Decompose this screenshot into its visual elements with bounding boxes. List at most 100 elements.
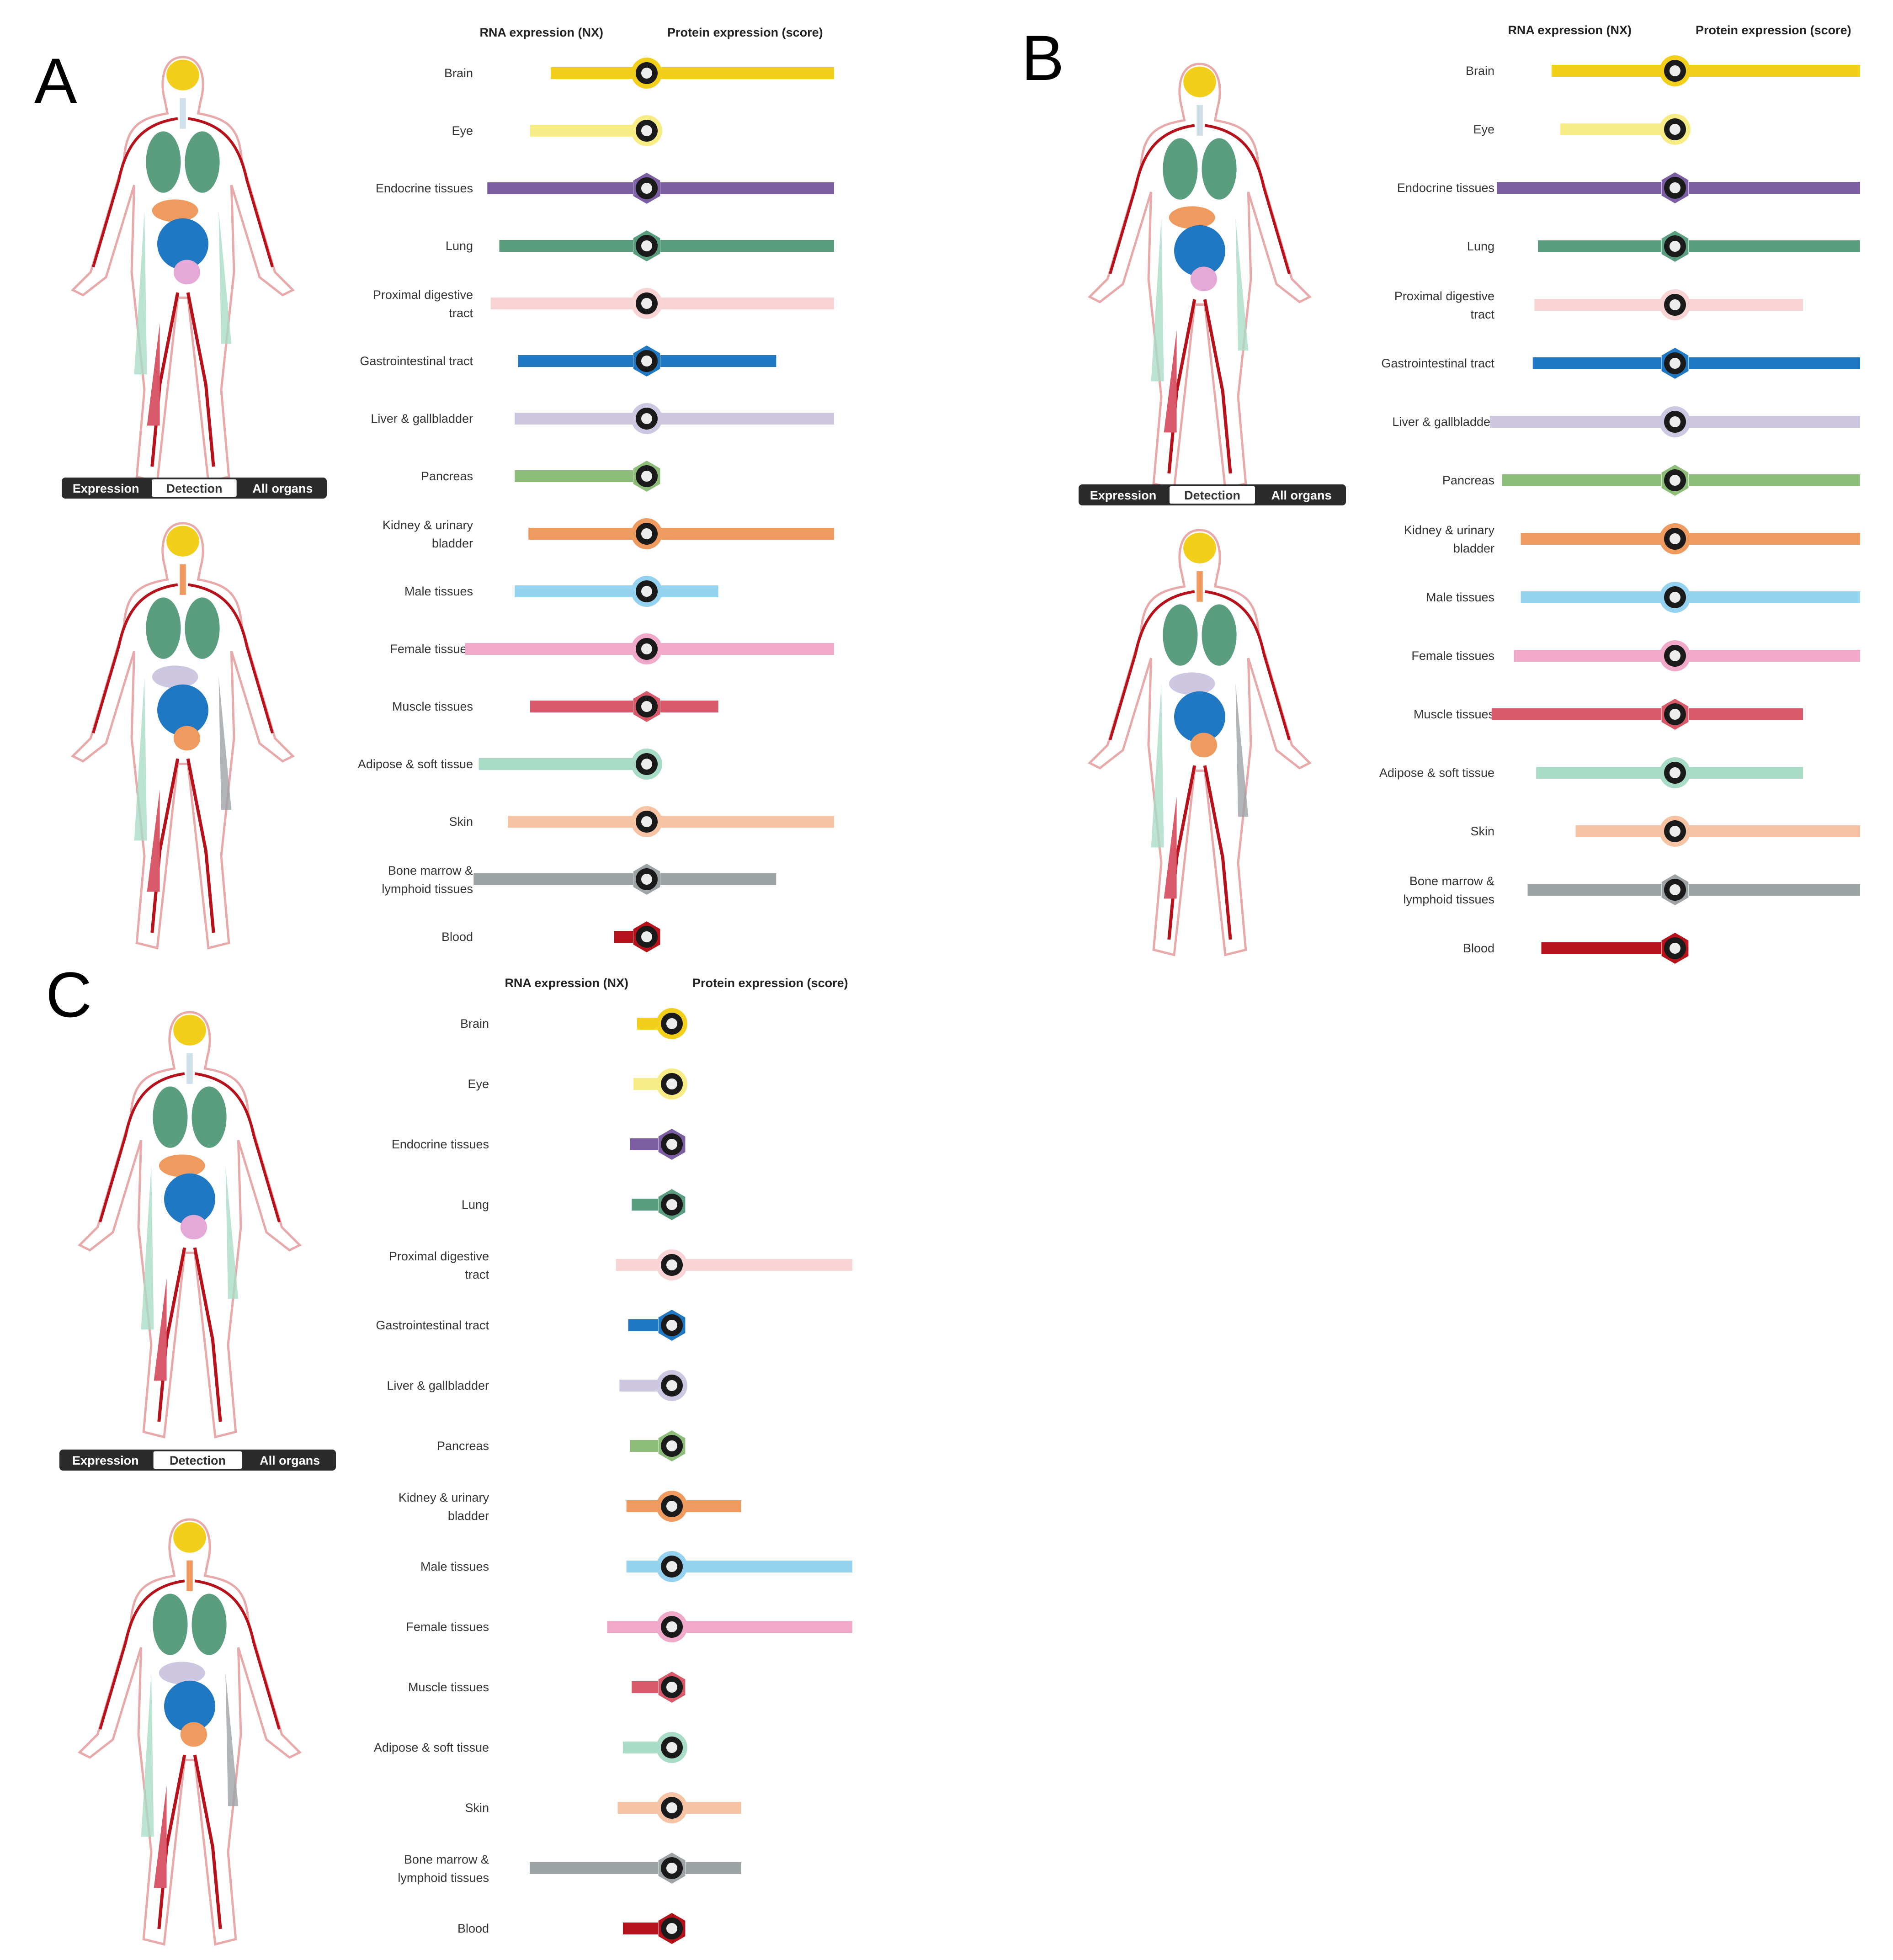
tissue-label: Liver & gallbladder bbox=[1392, 415, 1494, 429]
tissue-row: Pancreas bbox=[1442, 465, 1860, 496]
anatomy-figure bbox=[77, 1518, 302, 1946]
tissue-row: Bone marrow &lymphoid tissues bbox=[382, 864, 776, 896]
protein-bar bbox=[686, 1862, 741, 1874]
rna-bar bbox=[1497, 182, 1661, 194]
rna-bar bbox=[1491, 708, 1661, 720]
rna-bar bbox=[617, 1802, 658, 1814]
tissue-label: Adipose & soft tissue bbox=[1379, 766, 1494, 780]
rna-bar bbox=[633, 1078, 658, 1090]
tooth-icon bbox=[656, 1249, 687, 1280]
tissue-row: Gastrointestinal tract bbox=[376, 1310, 686, 1341]
tissue-row: Female tissues bbox=[1411, 640, 1860, 671]
protein-bar bbox=[1689, 182, 1860, 194]
tissue-label: Gastrointestinal tract bbox=[1381, 356, 1494, 370]
protein-bar bbox=[1689, 767, 1803, 779]
rna-bar bbox=[465, 643, 633, 655]
bone-marrow-icon bbox=[658, 1853, 686, 1884]
protein-bar bbox=[1689, 884, 1860, 896]
rna-bar bbox=[529, 1862, 658, 1874]
tissue-label: Lung bbox=[446, 239, 473, 253]
toggle-expression[interactable]: Expression bbox=[73, 482, 139, 495]
skin-icon bbox=[631, 806, 662, 837]
rna-bar bbox=[623, 1742, 658, 1753]
kidney-icon bbox=[1659, 523, 1691, 554]
rna-bar bbox=[515, 413, 633, 425]
tissue-row: Bone marrow &lymphoid tissues bbox=[1403, 874, 1860, 906]
tissue-label: Liver & gallbladder bbox=[387, 1379, 489, 1392]
rna-bar bbox=[1552, 65, 1661, 77]
tissue-label: Pancreas bbox=[1442, 473, 1494, 487]
tissue-label: Male tissues bbox=[420, 1560, 489, 1573]
protein-bar bbox=[686, 1802, 741, 1814]
eye-icon bbox=[656, 1068, 687, 1100]
toggle-all-organs[interactable]: All organs bbox=[1271, 489, 1331, 502]
toggle-expression[interactable]: Expression bbox=[72, 1454, 139, 1467]
anatomy-figure bbox=[77, 1011, 302, 1439]
tissue-label: Endocrine tissues bbox=[1397, 181, 1494, 195]
tissue-label: Muscle tissues bbox=[392, 700, 473, 713]
tissue-label: Eye bbox=[468, 1077, 489, 1091]
tissue-label: Pancreas bbox=[437, 1439, 489, 1453]
tissue-label: Bone marrow &lymphoid tissues bbox=[398, 1853, 489, 1885]
tissue-label: Bone marrow &lymphoid tissues bbox=[1403, 874, 1494, 906]
tissue-label: Lung bbox=[462, 1198, 489, 1211]
protein-bar bbox=[1689, 416, 1860, 428]
protein-bar bbox=[660, 816, 834, 828]
rna-axis-label: RNA expression (NX) bbox=[1508, 23, 1632, 37]
rna-bar bbox=[1527, 884, 1661, 896]
tissue-label: Eye bbox=[1473, 122, 1494, 136]
skin-icon bbox=[656, 1792, 687, 1823]
protein-bar bbox=[1689, 650, 1860, 662]
tissue-row: Lung bbox=[462, 1189, 686, 1220]
tissue-row: Pancreas bbox=[437, 1430, 686, 1461]
tissue-row: Gastrointestinal tract bbox=[360, 345, 776, 377]
rna-bar bbox=[515, 470, 633, 482]
rna-bar bbox=[1502, 474, 1661, 486]
tissue-row: Pancreas bbox=[421, 461, 660, 492]
fat-cells-icon bbox=[656, 1732, 687, 1763]
tissue-label: Adipose & soft tissue bbox=[358, 757, 473, 771]
tissue-row: Blood bbox=[441, 921, 660, 952]
toggle-all-organs[interactable]: All organs bbox=[260, 1454, 320, 1467]
muscle-icon bbox=[658, 1672, 686, 1703]
rna-bar bbox=[1534, 299, 1661, 311]
blood-drop-icon bbox=[1661, 933, 1689, 964]
tissue-row: Brain bbox=[460, 1008, 687, 1039]
rna-bar bbox=[530, 701, 633, 712]
toggle-all-organs[interactable]: All organs bbox=[252, 482, 313, 495]
brain-icon bbox=[1659, 55, 1691, 86]
eye-icon bbox=[631, 115, 662, 146]
tissue-label: Brain bbox=[460, 1017, 489, 1030]
protein-bar bbox=[1689, 357, 1860, 369]
rna-bar bbox=[628, 1319, 658, 1331]
stomach-icon bbox=[633, 345, 660, 377]
protein-bar bbox=[660, 528, 834, 540]
rna-bar bbox=[479, 758, 633, 770]
tissue-row: Lung bbox=[446, 230, 834, 261]
protein-bar bbox=[660, 182, 834, 194]
anatomy-figure bbox=[70, 522, 295, 950]
rna-bar bbox=[490, 297, 633, 309]
tissue-row: Muscle tissues bbox=[392, 691, 718, 722]
rna-bar bbox=[616, 1259, 658, 1271]
toggle-detection[interactable]: Detection bbox=[170, 1454, 226, 1467]
rna-bar bbox=[473, 873, 633, 885]
protein-bar bbox=[660, 585, 718, 597]
panel-letter: C bbox=[46, 959, 92, 1030]
muscle-icon bbox=[1661, 699, 1689, 730]
protein-bar bbox=[1689, 708, 1803, 720]
toggle-detection[interactable]: Detection bbox=[166, 482, 222, 495]
rna-bar bbox=[632, 1199, 658, 1211]
toggle-detection[interactable]: Detection bbox=[1184, 489, 1240, 502]
toggle-expression[interactable]: Expression bbox=[1090, 489, 1157, 502]
tissue-label: Adipose & soft tissue bbox=[374, 1741, 489, 1754]
protein-bar bbox=[1689, 533, 1860, 545]
rna-bar bbox=[619, 1380, 658, 1392]
tissue-row: Brain bbox=[1466, 55, 1860, 86]
